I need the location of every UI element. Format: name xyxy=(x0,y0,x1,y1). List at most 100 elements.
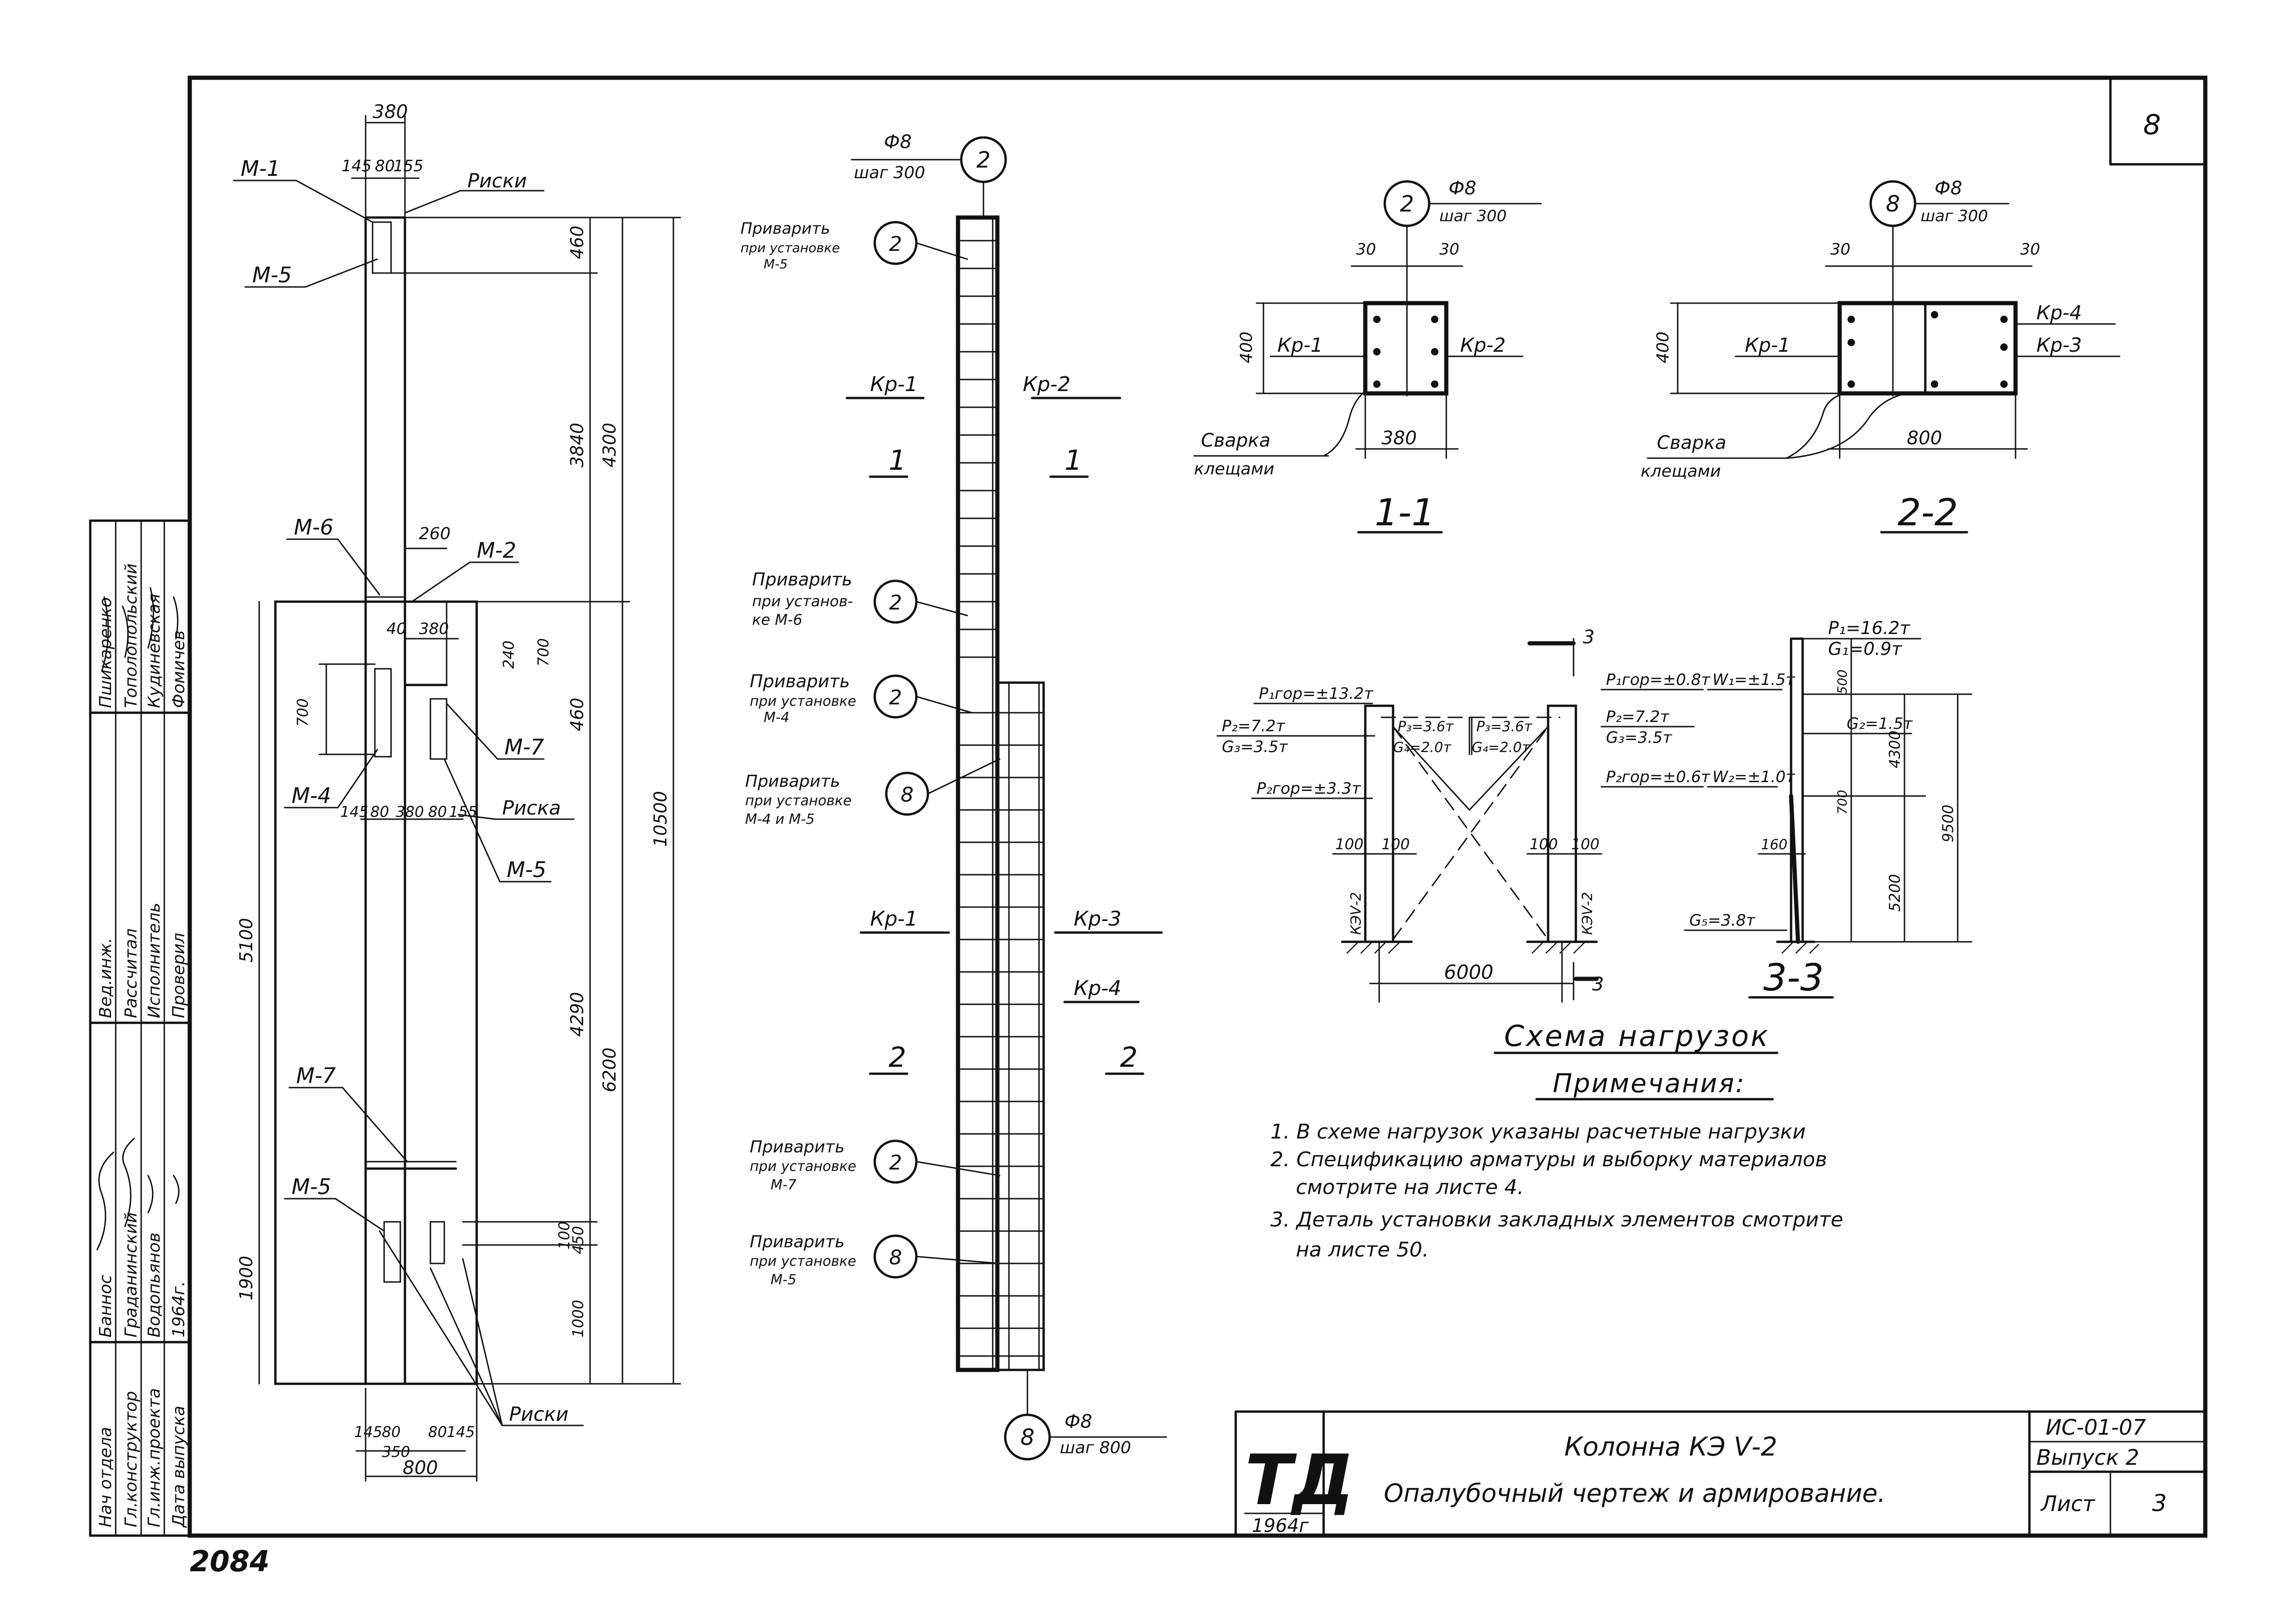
label-m2: М-2 xyxy=(477,538,516,563)
ls-left-4: P₂гор=±3.3т xyxy=(1257,779,1361,798)
note-2-l2: при установ- xyxy=(752,592,853,610)
label-m5-mid: М-5 xyxy=(507,857,547,882)
note-line-2: 2. Спецификацию арматуры и выборку матер… xyxy=(1270,1148,1827,1171)
signature-scribble xyxy=(96,587,180,1251)
dim-v-450: 450 xyxy=(569,1226,587,1254)
dim-v-4290: 4290 xyxy=(567,992,587,1037)
note-line-1: 1. В схеме нагрузок указаны расчетные на… xyxy=(1270,1120,1806,1144)
note-1-l2: при установке xyxy=(740,240,840,255)
s33-dim-4300: 4300 xyxy=(1886,731,1904,768)
stirrups xyxy=(957,240,1045,1357)
notes-block: Схема нагрузок Примечания: 1. В схеме на… xyxy=(1270,1019,1843,1262)
sec11-bar: Ф8 xyxy=(1449,178,1476,199)
sig-role-5: Вед.инж. xyxy=(96,938,115,1018)
cut-2-right: 2 xyxy=(1120,1041,1138,1074)
dim-top-380: 380 xyxy=(373,101,408,123)
ls-right-4: G₃=3.5т xyxy=(1606,728,1673,747)
archive-number: 2084 xyxy=(190,1544,270,1578)
series-code: ИС-01-07 xyxy=(2046,1415,2146,1440)
frame-kr1-mid: Кр-1 xyxy=(870,907,918,931)
sig-name-2: Граданинский xyxy=(122,1212,141,1338)
sig-role-6: Рассчитал xyxy=(122,928,141,1018)
load-scheme: 3 3 КЭⅤ-2 КЭⅤ-2 6000 100 100 100 100 P₁г… xyxy=(1216,627,1795,1003)
issue-label: Выпуск 2 xyxy=(2036,1445,2139,1470)
dim-mid-260: 260 xyxy=(419,524,451,543)
sec22-weld1: Сварка xyxy=(1657,432,1726,454)
notes-heading: Примечания: xyxy=(1553,1069,1746,1099)
signature-block: Нач отдела Баннос Вед.инж. Пшикаренко Гл… xyxy=(89,519,191,1537)
sig-name-6: Тополопольский xyxy=(122,563,141,708)
ls-left-3: G₃=3.5т xyxy=(1222,738,1288,756)
sec11-dim30b: 30 xyxy=(1439,240,1459,259)
sig-role-8: Проверил xyxy=(169,933,188,1018)
ls-mid-1: P₃=3.6т xyxy=(1398,719,1454,735)
label-riski-bottom: Риски xyxy=(509,1403,568,1425)
s33-dim-160: 160 xyxy=(1761,837,1787,853)
sec22-dim800: 800 xyxy=(1907,428,1942,449)
label-m5-top: М-5 xyxy=(252,262,292,287)
note-5-l1: Приварить xyxy=(750,1138,845,1157)
sig-role-1: Нач отдела xyxy=(96,1427,115,1527)
sig-name-8: Фомичев xyxy=(169,630,188,708)
pos-top: 2 xyxy=(977,147,991,173)
ls-dim-100b: 100 xyxy=(1381,835,1410,853)
s33-dim-5200: 5200 xyxy=(1886,874,1904,912)
dim-v-4300: 4300 xyxy=(599,423,620,467)
sec11-dim400: 400 xyxy=(1237,331,1256,363)
pos-1: 2 xyxy=(889,232,902,256)
ls-dim-100c: 100 xyxy=(1530,835,1558,853)
frame-kr4: Кр-4 xyxy=(1074,977,1121,1000)
dim-v-100: 100 xyxy=(555,1221,573,1250)
sig-role-7: Исполнитель xyxy=(145,902,164,1018)
sec22-dim30a: 30 xyxy=(1830,240,1850,259)
pos-2: 2 xyxy=(889,591,902,615)
step-top: шаг 300 xyxy=(854,163,925,182)
dim-v-10500: 10500 xyxy=(650,791,671,847)
ls-section-mark-top: 3 xyxy=(1583,627,1594,648)
s33-load-2: G₁=0.9т xyxy=(1828,639,1903,659)
sig-name-7: Кудиневская xyxy=(145,594,164,708)
title-block: ТД 1964г Колонна КЭ Ⅴ-2 Опалубочный черт… xyxy=(1234,1410,2207,1537)
dim-base-80b: 80 xyxy=(428,1423,447,1441)
sec11-weld1: Сварка xyxy=(1201,430,1270,451)
sig-role-3: Гл.инж.проекта xyxy=(145,1388,164,1527)
dim-v-6200: 6200 xyxy=(599,1047,620,1092)
label-riski-top: Риски xyxy=(467,169,527,192)
sec22-dim30b: 30 xyxy=(2020,240,2040,259)
label-riska: Риска xyxy=(502,796,561,819)
label-m7-right: М-7 xyxy=(504,734,544,759)
dim-v-1900: 1900 xyxy=(236,1256,256,1300)
sec22-step: шаг 300 xyxy=(1921,207,1988,225)
note-6-l2: при установке xyxy=(750,1253,856,1269)
sig-role-4: Дата выпуска xyxy=(169,1406,188,1528)
note-line-3: смотрите на листе 4. xyxy=(1296,1176,1524,1199)
sec11-title: 1-1 xyxy=(1375,491,1435,534)
dim-mid-240: 240 xyxy=(500,641,517,669)
note-5-l2: при установке xyxy=(750,1158,856,1175)
ls-right-2: W₁=±1.5т xyxy=(1712,671,1795,689)
dim-v-460a: 460 xyxy=(567,225,587,259)
note-3-l1: Приварить xyxy=(750,671,850,691)
bar-top: Ф8 xyxy=(884,131,912,153)
sec22-pos: 8 xyxy=(1886,191,1900,217)
title-line-1: Колонна КЭ Ⅴ-2 xyxy=(1564,1432,1777,1462)
note-3-l2: при установке xyxy=(750,693,856,709)
sig-name-1: Баннос xyxy=(96,1275,115,1338)
dim-row-380: 380 xyxy=(396,803,424,821)
pos-bottom: 8 xyxy=(1020,1425,1035,1450)
title-line-2: Опалубочный чертеж и армирование. xyxy=(1384,1479,1885,1508)
note-6-l3: М-5 xyxy=(771,1272,796,1288)
dim-mid-700b: 700 xyxy=(294,698,311,727)
sec22-dim400: 400 xyxy=(1654,331,1673,363)
pos-6: 8 xyxy=(889,1246,902,1269)
frame-kr3: Кр-3 xyxy=(1074,907,1121,931)
ls-right-3: P₂=7.2т xyxy=(1606,708,1670,726)
dim-mid-40: 40 xyxy=(386,620,406,638)
pos-3: 2 xyxy=(889,686,902,709)
s33-dim-700: 700 xyxy=(1835,790,1850,815)
sec11-kr2: Кр-2 xyxy=(1460,334,1506,356)
formwork-drawing: М-1 М-5 М-6 М-2 М-7 М-4 Риска М-5 М-7 М-… xyxy=(233,101,681,1482)
bar-bottom: Ф8 xyxy=(1064,1411,1092,1432)
s33-load-4: G₅=3.8т xyxy=(1689,911,1756,930)
